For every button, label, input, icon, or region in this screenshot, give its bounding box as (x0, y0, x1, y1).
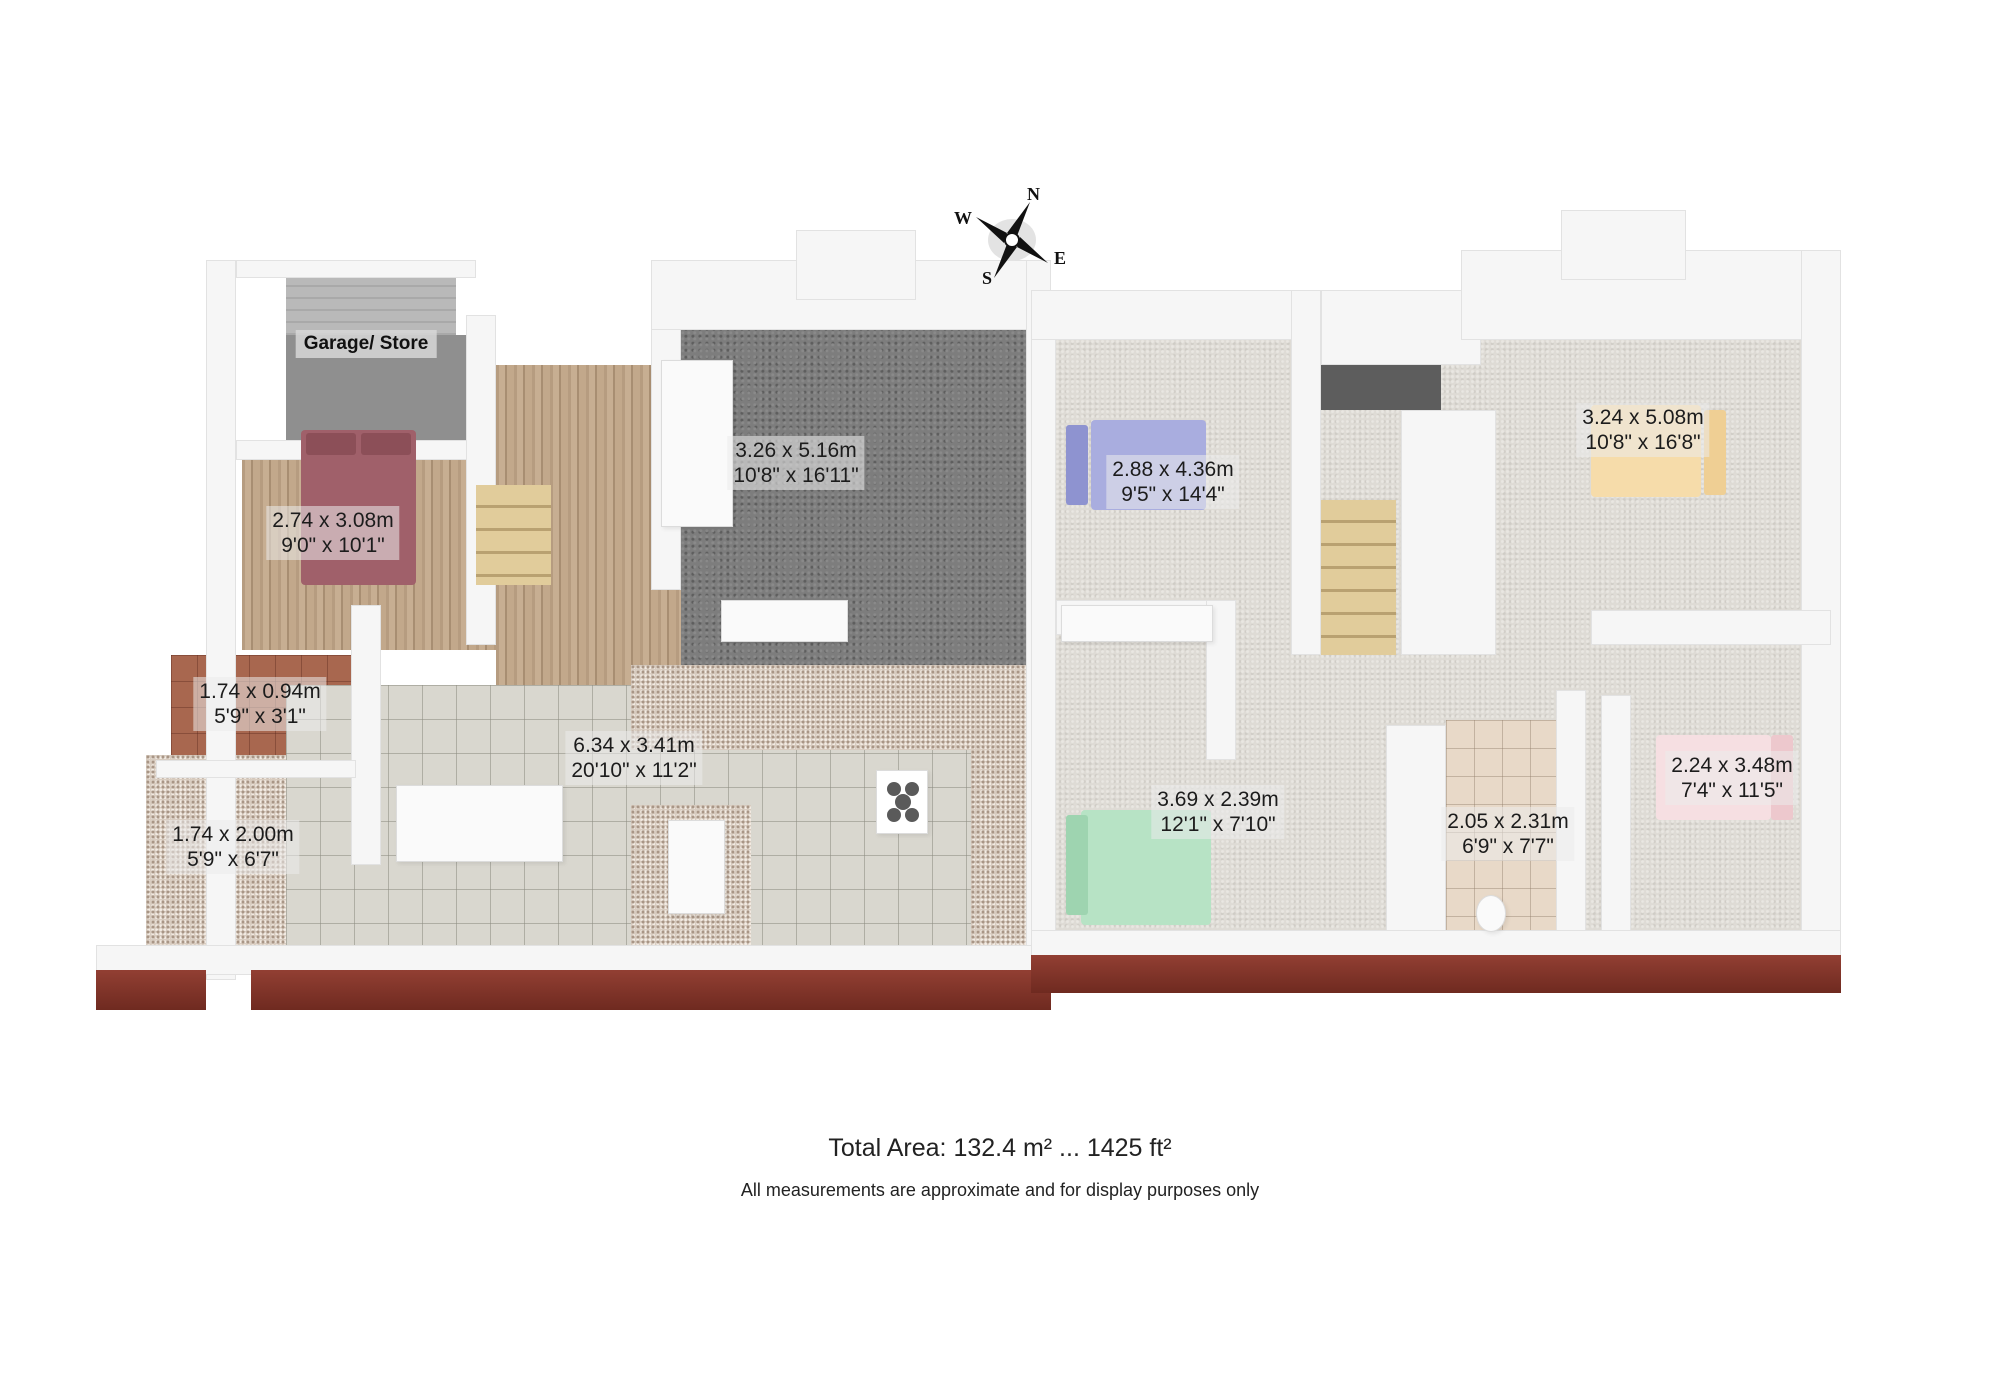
room-metric: 2.88 x 4.36m (1112, 458, 1234, 481)
ground-stairs (476, 485, 551, 585)
first-floor-stairs (1321, 500, 1396, 655)
pink-room-wall (1601, 695, 1631, 940)
room-metric: 3.69 x 2.39m (1157, 788, 1279, 811)
room-imperial: 9'5" x 14'4" (1121, 483, 1225, 506)
bedroom-hall-wall (466, 315, 496, 645)
room-imperial: 5'9" x 6'7" (187, 848, 279, 871)
room-label-bedroom-blue: 2.88 x 4.36m 9'5" x 14'4" (1106, 455, 1240, 509)
disclaimer: All measurements are approximate and for… (740, 1180, 1260, 1200)
room-label-bedroom-green: 3.69 x 2.39m 12'1" x 7'10" (1151, 785, 1285, 839)
room-imperial: 12'1" x 7'10" (1160, 813, 1276, 836)
room-metric: 1.74 x 0.94m (199, 680, 321, 703)
room-label-living-room: 3.26 x 5.16m 10'8" x 16'11" (727, 436, 865, 490)
brick-base-ff (1031, 955, 1841, 993)
compass-north: N (1027, 184, 1040, 204)
compass-east: E (1054, 248, 1067, 268)
room-label-kitchen: 6.34 x 3.41m 20'10" x 11'2" (565, 731, 703, 785)
garage-door (286, 275, 456, 335)
outer-wall-north-garage (236, 260, 476, 278)
hob-burners-icon (887, 782, 919, 822)
kitchen-worktop-top (631, 665, 1021, 750)
compass-rose-icon (976, 202, 1048, 278)
wc-utility-wall (156, 760, 356, 778)
compass-west: W (954, 208, 972, 228)
room-label-bedroom-pink: 2.24 x 3.48m 7'4" x 11'5" (1665, 751, 1799, 805)
room-metric: 1.74 x 2.00m (172, 823, 294, 846)
sink-unit (668, 820, 725, 914)
room-imperial: 10'8" x 16'11" (733, 464, 859, 487)
room-label-wc: 1.74 x 0.94m 5'9" x 3'1" (193, 677, 327, 731)
room-metric: 2.74 x 3.08m (272, 509, 394, 532)
room-imperial: 5'9" x 3'1" (214, 705, 306, 728)
kitchen-worktop-right (971, 665, 1026, 975)
room-metric: 2.24 x 3.48m (1671, 754, 1793, 777)
pillow (1066, 425, 1088, 505)
landing-wall (1291, 290, 1321, 655)
wc-kitchen-wall (351, 605, 381, 865)
room-label-bedroom-ground: 2.74 x 3.08m 9'0" x 10'1" (266, 506, 400, 560)
room-imperial: 7'4" x 11'5" (1681, 779, 1783, 802)
brick-base-left (96, 970, 206, 1010)
dining-table (396, 785, 563, 862)
wardrobe-blue-room (1061, 605, 1213, 642)
room-imperial: 9'0" x 10'1" (281, 534, 385, 557)
total-area: Total Area: 132.4 m² ... 1425 ft² (828, 1134, 1172, 1162)
pillow (1066, 815, 1088, 915)
room-imperial: 6'9" x 7'7" (1462, 835, 1554, 858)
outer-wall-east-ff (1801, 250, 1841, 960)
sofa-bottom (721, 600, 848, 642)
room-label-garage: Garage/ Store (295, 330, 437, 358)
room-imperial: 10'8" x 16'8" (1585, 431, 1701, 454)
hob (876, 770, 928, 834)
room-label-bedroom-yellow: 3.24 x 5.08m 10'8" x 16'8" (1576, 403, 1710, 457)
compass-south: S (982, 268, 993, 288)
ensuite-floor (1321, 360, 1441, 410)
bay-window-ff (1561, 210, 1686, 280)
pillow (361, 433, 411, 455)
pillow (306, 433, 356, 455)
bay-window (796, 230, 916, 300)
airing-cupboard (1401, 410, 1496, 655)
first-floor-plan (1031, 210, 1841, 993)
room-label-utility: 1.74 x 2.00m 5'9" x 6'7" (166, 820, 300, 874)
room-metric: 3.26 x 5.16m (735, 439, 857, 462)
sofa-side (661, 360, 733, 527)
compass: N W E S (950, 180, 1070, 290)
room-metric: 2.05 x 2.31m (1447, 810, 1569, 833)
brick-base-main (251, 970, 1051, 1010)
room-metric: 3.24 x 5.08m (1582, 406, 1704, 429)
outer-wall-north-ff-left (1031, 290, 1296, 340)
toilet (1476, 895, 1506, 932)
ensuite-wall (1321, 290, 1481, 365)
outer-wall-west-ff (1031, 290, 1056, 960)
room-imperial: 20'10" x 11'2" (571, 759, 697, 782)
room-metric: 6.34 x 3.41m (573, 734, 695, 757)
bedroom-divider-right (1591, 610, 1831, 645)
room-label-bathroom: 2.05 x 2.31m 6'9" x 7'7" (1441, 807, 1575, 861)
bathroom-wall-left (1386, 725, 1446, 940)
